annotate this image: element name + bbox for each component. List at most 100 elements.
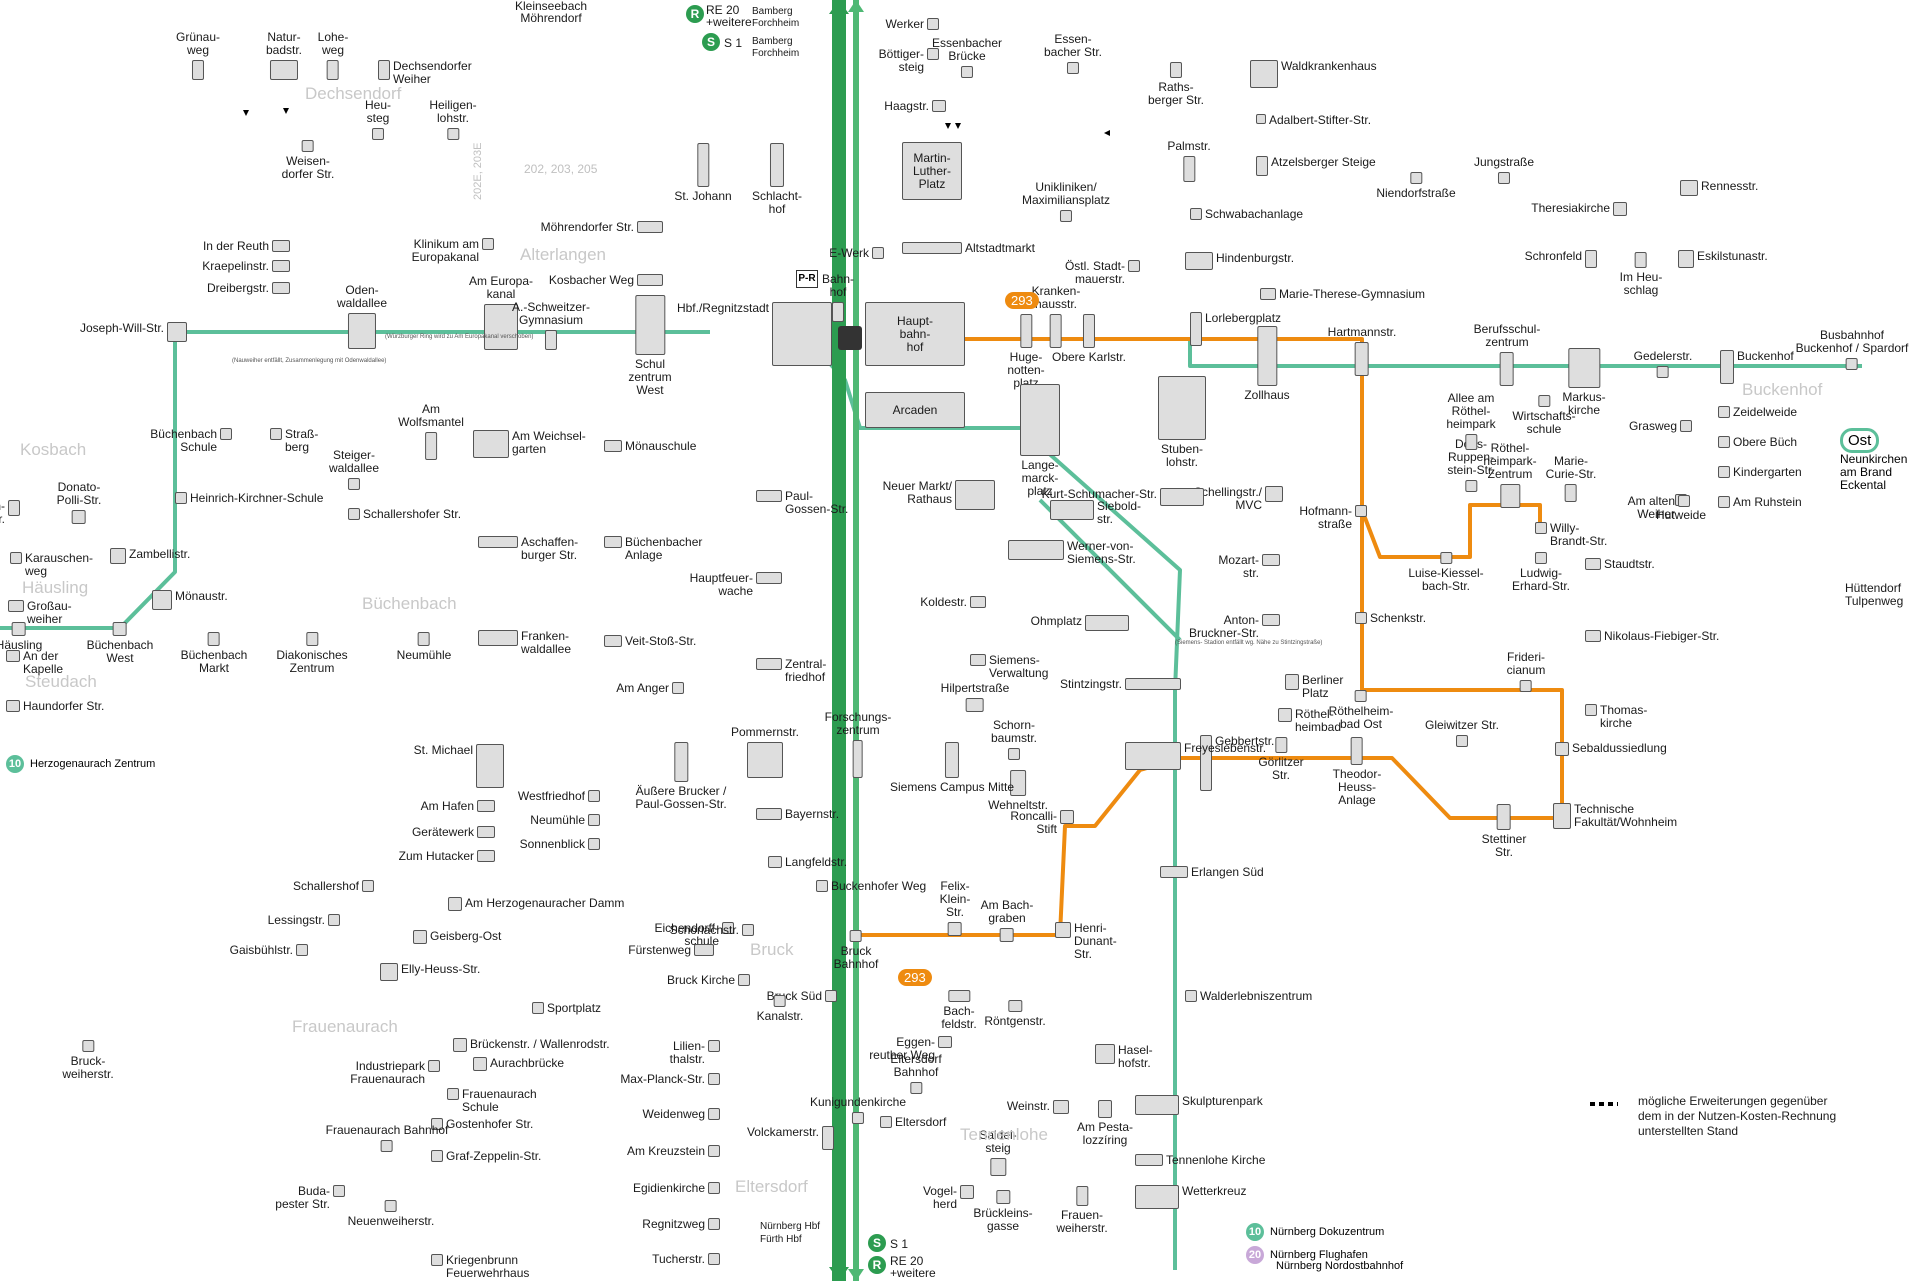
stop-113: Neumühle — [397, 632, 451, 662]
stop-84: Eggen- reuther Weg — [869, 1036, 952, 1062]
station-label: Heinrich-Kirchner-Schule — [190, 491, 324, 505]
train-station-icon — [838, 326, 862, 350]
stop-35: Schronfeld — [1525, 250, 1597, 268]
stop-64: Wehneltstr. — [988, 770, 1048, 812]
stop-label: Obere Büch — [1733, 435, 1798, 449]
station-18: Lange- marck- platz — [1020, 384, 1060, 498]
bus-lines-note: 202E, 203E — [472, 142, 484, 201]
stop-marker — [10, 552, 22, 564]
stop-label: Zentral- friedhof — [785, 657, 827, 684]
stop-label: Kunigundenkirche — [809, 1095, 907, 1109]
stop-74: Langfeldstr. — [768, 856, 847, 869]
stop-label: Koldestr. — [920, 595, 967, 609]
stop-label: Büchenbach Markt — [180, 648, 248, 675]
station-30: Wetterkreuz — [1135, 1185, 1246, 1209]
station-marker — [1440, 552, 1452, 564]
stop-label: Grasweg — [1628, 419, 1677, 433]
stop-label: Äußere Brucker / Paul-Gossen-Str. — [635, 784, 727, 811]
stop-38: Busbahnhof Buckenhof / Spardorf — [1796, 329, 1908, 370]
stop-label: Schwabachanlage — [1205, 207, 1304, 221]
station-25: Freyeslebenstr. — [1125, 742, 1266, 770]
stop-marker — [1585, 558, 1601, 570]
stop-label: Jungstraße — [1473, 155, 1535, 169]
stop-marker — [1262, 614, 1280, 626]
merger-note: (Nauweiher entfällt, Zusammenlegung mit … — [232, 358, 387, 364]
stop-39: Gedelerstr. — [1634, 350, 1692, 378]
area-label: Buckenhof — [1742, 380, 1823, 399]
stop-label: Kindergarten — [1733, 465, 1802, 479]
stop-142: Frauenaurach Bahnhof — [326, 1124, 448, 1152]
stop-label: Am Pesta- lozzíring — [1076, 1120, 1134, 1147]
stop-label: Röthel- heimbad — [1295, 707, 1342, 734]
stop-marker — [1095, 1044, 1115, 1064]
stop-marker — [478, 536, 518, 548]
stop-marker — [672, 682, 684, 694]
bus-lines-note: 202, 203, 205 — [524, 162, 598, 176]
stop-3: Dechsendorfer Weiher — [378, 60, 472, 86]
rail-north-destination: Kleinseebach Möhrendorf — [515, 0, 588, 25]
station-32: Mönaustr. — [152, 590, 228, 610]
stop-53: Berliner Platz — [1285, 674, 1343, 700]
station-marker — [1135, 1095, 1179, 1115]
stop-label: Franken- waldallee — [521, 629, 572, 656]
stop-marker — [1845, 358, 1858, 370]
stop-marker — [272, 240, 290, 252]
stop-label: Schorlachstr. — [669, 923, 739, 937]
stop-label: Weidenweg — [642, 1107, 705, 1121]
stop-marker — [328, 914, 340, 926]
station-marker — [1499, 484, 1520, 508]
stop-94: Eltersdorf — [880, 1116, 946, 1129]
stop-marker — [428, 1060, 440, 1072]
stop-marker — [872, 247, 884, 259]
stop-marker — [708, 1040, 720, 1052]
stop-145: Neuenweiherstr. — [347, 1200, 435, 1228]
stop-marker — [1464, 434, 1477, 450]
stop-marker — [192, 60, 204, 80]
railway-trunk — [829, 0, 864, 1281]
stop-55: Gleiwitzer Str. — [1425, 719, 1499, 747]
stop-107: Schallershofer Str. — [348, 508, 461, 521]
stop-label: Kosbacher Weg — [548, 273, 634, 287]
stop-marker — [1160, 488, 1204, 506]
station-42: Sebaldussiedlung — [1555, 742, 1667, 756]
stop-label: Frauen- weiherstr. — [1056, 1208, 1108, 1235]
station-37: Waldkrankenhaus — [1250, 60, 1377, 88]
stop-63: Schorn- baumstr. — [991, 719, 1037, 760]
park-and-ride-icon: P-R — [796, 270, 818, 288]
stop-49: Allee am Röthel- heimpark — [1446, 392, 1496, 450]
stop-108: Aschaffen- burger Str. — [478, 536, 578, 562]
stop-marker — [1718, 406, 1730, 418]
stop-label: Neuenweiherstr. — [347, 1214, 435, 1228]
stop-marker — [970, 596, 986, 608]
stop-label: Am alten Weiher — [1627, 494, 1675, 521]
stop-121: An der Kapelle — [6, 650, 63, 676]
stop-marker — [1185, 252, 1213, 270]
stop-marker — [1256, 114, 1266, 124]
station-39: Schenkstr. — [1355, 612, 1426, 625]
stop-132: Lessingstr. — [268, 914, 340, 927]
stop-label: Eltersdorf — [895, 1115, 947, 1129]
stop-label: Lessingstr. — [267, 913, 325, 927]
stop-label: Siemens Campus Mitte — [889, 780, 1015, 794]
stop-marker — [995, 1190, 1010, 1204]
station-marker — [1256, 326, 1277, 386]
station-4: Schul zentrum West — [628, 295, 672, 397]
station-marker — [1535, 552, 1547, 564]
stop-marker — [6, 650, 20, 662]
stop-87: Weidenweg — [643, 1108, 720, 1121]
station-55: Willy- Brandt-Str. — [1535, 522, 1607, 548]
stop-marker — [385, 1200, 397, 1212]
stop-83: Röntgenstr. — [984, 1000, 1046, 1028]
stop-77: Schorlachstr. — [670, 924, 754, 937]
stop-28: Theresiakirche — [1531, 202, 1627, 216]
stop-marker — [1680, 180, 1698, 196]
stop-98: Hasel- hofstr. — [1095, 1044, 1153, 1070]
stop-label: Büchenbacher Anlage — [625, 535, 703, 562]
stop-marker — [477, 850, 495, 862]
station-marker — [1520, 680, 1532, 692]
stop-marker — [1008, 1000, 1022, 1012]
station-49: Felix- Klein- Str. — [940, 880, 970, 936]
station-marker — [1019, 314, 1032, 348]
station-41: Frideri- cianum — [1507, 651, 1545, 692]
stop-marker — [473, 1057, 487, 1071]
